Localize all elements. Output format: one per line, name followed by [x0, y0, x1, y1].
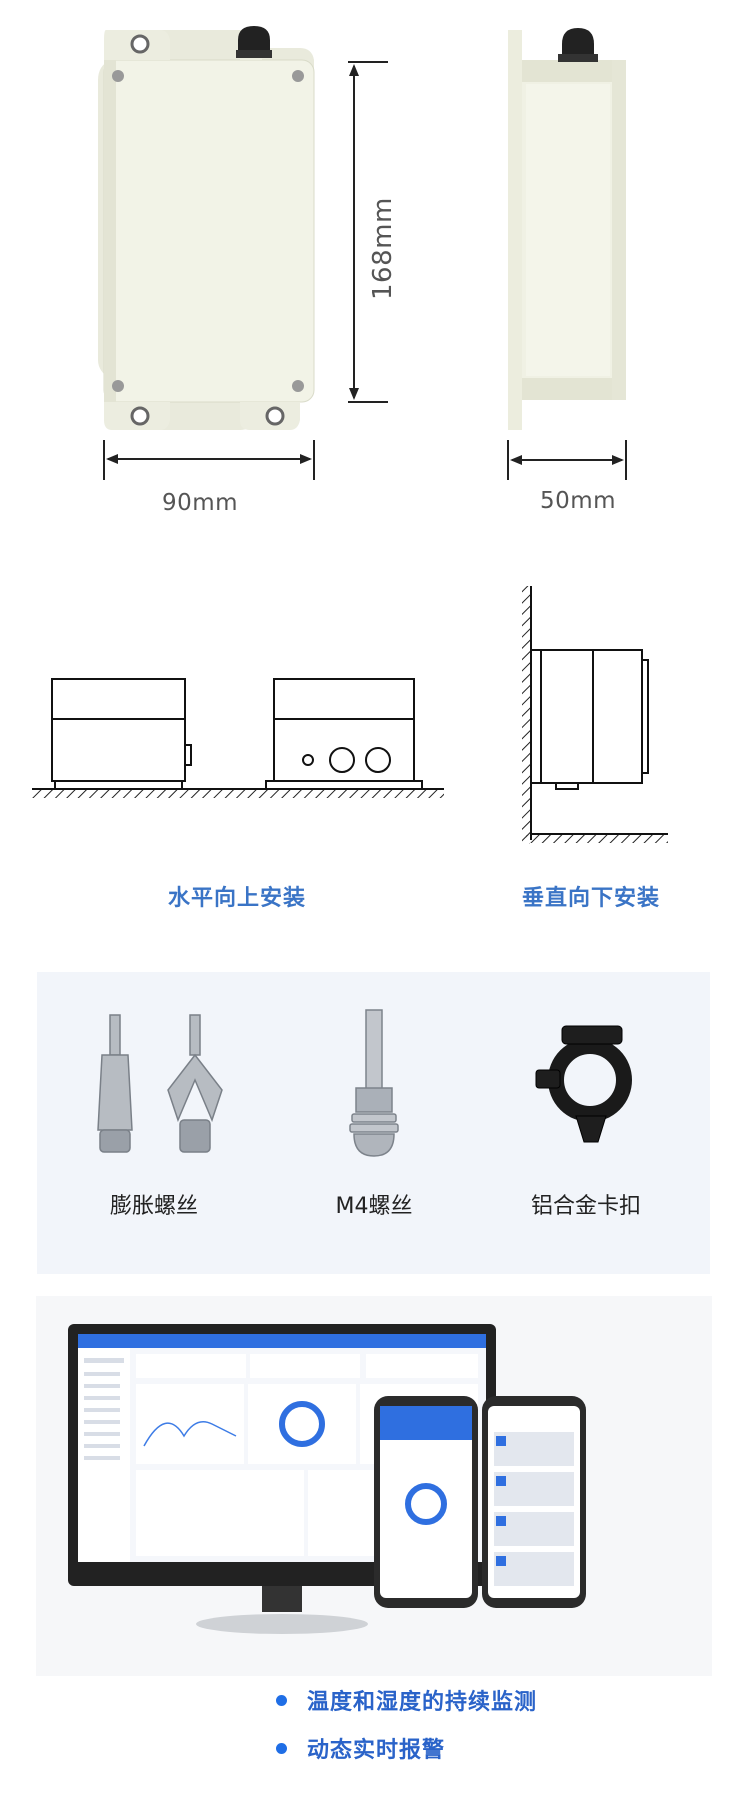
m4-screw-label: M4螺丝 — [335, 1194, 413, 1219]
feature-item: 温度和湿度的持续监测 — [276, 1684, 537, 1716]
depth-dimension-label: 50mm — [540, 488, 617, 514]
product-dimension-drawing — [98, 26, 627, 480]
bullet-dot-icon — [276, 1742, 287, 1754]
aluminum-clamp-image — [535, 1025, 632, 1143]
horizontal-install-caption: 水平向上安装 — [168, 886, 307, 911]
depth-dimension-line — [507, 440, 627, 480]
feature-list: 温度和湿度的持续监测 动态实时报警 — [276, 1684, 537, 1764]
bullet-dot-icon — [276, 1694, 287, 1706]
enclosure-front-view — [98, 26, 315, 430]
vertical-install-drawing — [522, 586, 668, 844]
feature-text: 温度和湿度的持续监测 — [307, 1690, 538, 1715]
vertical-install-caption: 垂直向下安装 — [522, 886, 661, 911]
height-dimension-line — [348, 61, 388, 403]
monitoring-software-devices-image — [36, 1296, 712, 1676]
height-dimension-label: 168mm — [368, 197, 398, 300]
feature-item: 动态实时报警 — [276, 1732, 537, 1764]
enclosure-side-view — [508, 28, 626, 430]
expansion-screw-label: 膨胀螺丝 — [109, 1194, 198, 1219]
m4-screw-image — [349, 1009, 399, 1157]
installation-diagram — [32, 586, 668, 844]
width-dimension-line — [103, 440, 315, 480]
phone-app-2 — [482, 1396, 586, 1608]
phone-app-1 — [374, 1396, 478, 1608]
horizontal-install-drawing — [32, 678, 444, 798]
expansion-screw-image — [97, 1014, 223, 1153]
feature-text: 动态实时报警 — [307, 1738, 446, 1763]
width-dimension-label: 90mm — [162, 490, 239, 516]
aluminum-clamp-label: 铝合金卡扣 — [530, 1194, 641, 1219]
